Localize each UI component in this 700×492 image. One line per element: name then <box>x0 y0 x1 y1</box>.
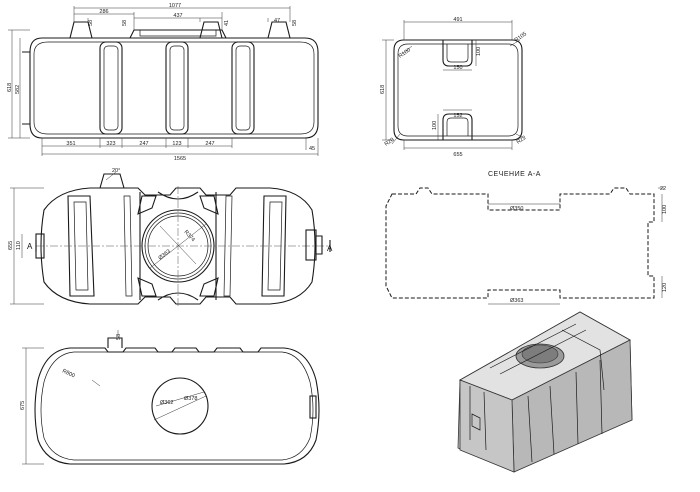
section-mark-a-left: A <box>27 242 33 251</box>
dim-d350: Ø350 <box>510 206 523 212</box>
dim-58-c: 58 <box>292 20 298 26</box>
dim-45: 45 <box>309 146 315 152</box>
dim-47: 47 <box>274 18 280 24</box>
dim-110: 110 <box>16 241 22 250</box>
dim-r800: R800 <box>61 368 75 379</box>
dim-323: 323 <box>106 141 115 147</box>
dim-r22: R22 <box>516 135 528 146</box>
plan-view: 20° 655 110 R374 Ø363 A A <box>8 168 333 306</box>
bottom-view: 58 R800 675 Ø362 Ø378 <box>20 330 320 465</box>
dim-618: 618 <box>7 83 13 92</box>
dim-r20: R20 <box>384 137 396 148</box>
dim-100-sec: 100 <box>662 205 668 214</box>
dim-675: 675 <box>20 401 26 410</box>
front-elevation-view: 1077 286 437 58 58 41 47 58 618 582 351 … <box>7 3 319 162</box>
dim-d378: Ø378 <box>184 396 197 402</box>
dim-655-plan: 655 <box>8 241 14 250</box>
dim-286: 286 <box>99 9 108 15</box>
dim-22: 22 <box>660 186 666 192</box>
dim-58-bot: 58 <box>116 334 122 340</box>
section-title: СЕЧЕНИЕ А-А <box>488 171 541 178</box>
dim-58-a: 58 <box>88 20 94 26</box>
dim-123: 123 <box>172 141 181 147</box>
dim-r105: R105 <box>514 31 528 43</box>
dim-247-a: 247 <box>139 141 148 147</box>
dim-247-b: 247 <box>205 141 214 147</box>
dim-491: 491 <box>453 17 462 23</box>
dim-20deg: 20° <box>112 168 120 174</box>
dim-618-end: 618 <box>380 85 386 94</box>
dim-351: 351 <box>66 141 75 147</box>
dim-100-b: 100 <box>432 121 438 130</box>
dim-150: 150 <box>453 65 462 71</box>
dim-58-b: 58 <box>122 20 128 26</box>
dim-r100: R100 <box>398 47 412 59</box>
dim-582: 582 <box>15 85 21 94</box>
dim-d363: Ø363 <box>158 249 172 262</box>
end-view: 491 R100 R105 100 150 618 100 152 R20 R2… <box>380 17 528 158</box>
dim-1565: 1565 <box>174 156 186 162</box>
dim-437: 437 <box>173 13 182 19</box>
isometric-tank-render <box>457 311 633 473</box>
dim-120: 120 <box>662 283 668 292</box>
dim-41: 41 <box>224 20 230 26</box>
dim-d362: Ø362 <box>160 400 173 406</box>
dim-100: 100 <box>476 47 482 56</box>
dim-152: 152 <box>453 113 462 119</box>
dim-d363-sec: Ø363 <box>510 298 523 304</box>
dim-1077: 1077 <box>169 3 181 9</box>
section-a-a: СЕЧЕНИЕ А-А Ø350 22 100 120 Ø363 <box>385 171 668 305</box>
dim-655: 655 <box>453 152 462 158</box>
